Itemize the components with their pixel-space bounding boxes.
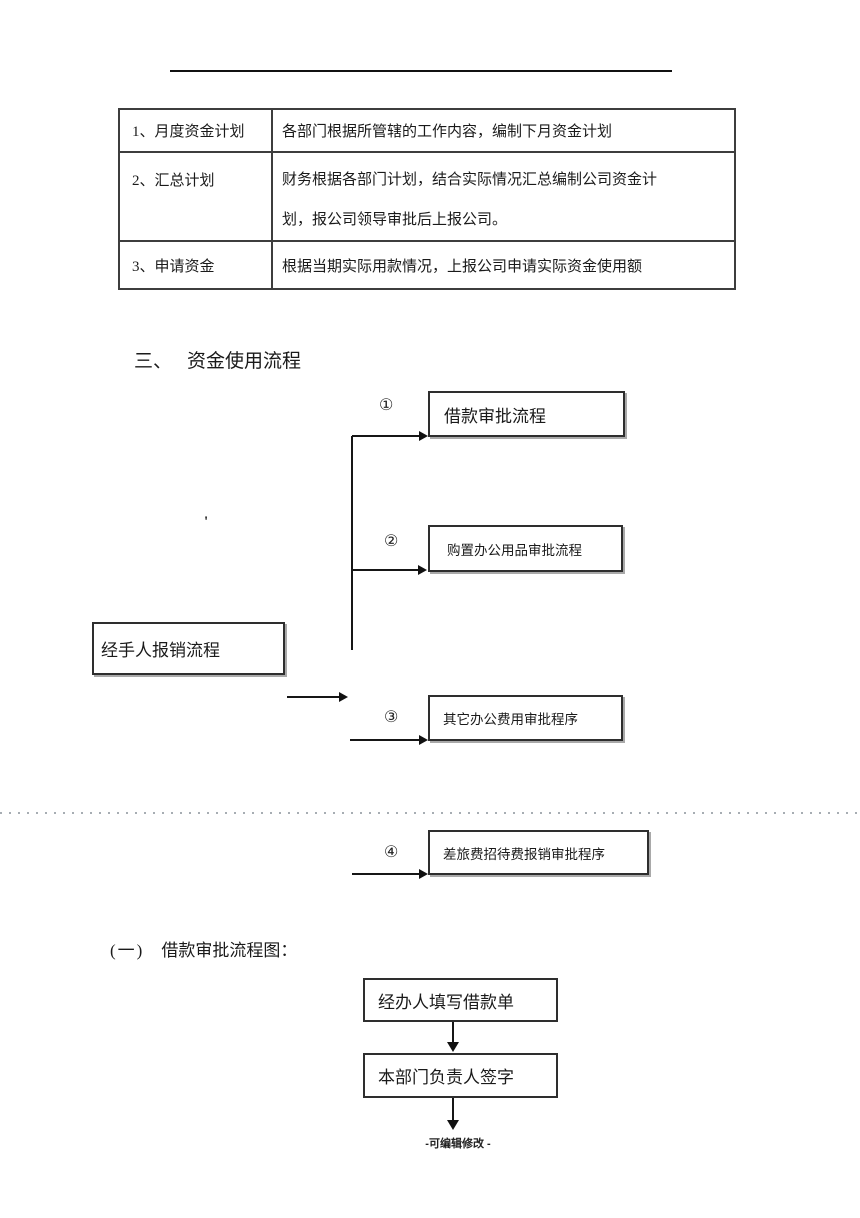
- branch1-connector: [352, 435, 420, 437]
- page-break-dotted-line: [0, 812, 860, 814]
- branch1-number: ①: [379, 397, 394, 414]
- borrow-step1-box: 经办人填写借款单: [363, 978, 558, 1022]
- table-row2-content-line1: 财务根据各部门计划，结合实际情况汇总编制公司资金计: [282, 172, 658, 188]
- source-arrowhead-icon: [339, 692, 348, 702]
- branch2-number: ②: [384, 533, 399, 550]
- subsection-title: 借款审批流程图：: [161, 941, 298, 960]
- branch4-label: 差旅费招待费报销审批程序: [443, 846, 605, 862]
- subsection-number: (一): [110, 941, 145, 960]
- branch3-connector: [350, 739, 419, 741]
- page-footer: -可编辑修改 -: [425, 1138, 491, 1150]
- table-row3-label: 3、申请资金: [120, 242, 273, 288]
- table-row2-content: 财务根据各部门计划，结合实际情况汇总编制公司资金计 划，报公司领导审批后上报公司…: [273, 153, 734, 242]
- branch1-arrowhead-icon: [419, 431, 428, 441]
- table-row2-label: 2、汇总计划: [120, 153, 273, 242]
- section-title: 资金使用流程: [187, 351, 302, 372]
- borrow-arrowhead1-icon: [447, 1042, 459, 1052]
- branch3-arrowhead-icon: [419, 735, 428, 745]
- source-connector: [287, 696, 340, 698]
- source-box: 经手人报销流程: [92, 622, 285, 675]
- funding-plan-table: 1、月度资金计划 各部门根据所管辖的工作内容，编制下月资金计划 2、汇总计划 财…: [118, 108, 736, 290]
- branch1-box: 借款审批流程: [428, 391, 625, 437]
- branch3-number: ③: [384, 709, 399, 726]
- table-row1-label: 1、月度资金计划: [120, 110, 273, 153]
- source-label: 经手人报销流程: [101, 641, 220, 660]
- table-row2-content-line2: 划，报公司领导审批后上报公司。: [282, 212, 508, 228]
- branch2-arrowhead-icon: [418, 565, 427, 575]
- borrow-step1-label: 经办人填写借款单: [378, 992, 514, 1012]
- subsection-heading: (一) 借款审批流程图：: [110, 936, 297, 961]
- table-row1-content: 各部门根据所管辖的工作内容，编制下月资金计划: [273, 110, 734, 153]
- borrow-step2-box: 本部门负责人签字: [363, 1053, 558, 1098]
- flow-trunk-line: [351, 436, 353, 650]
- branch1-label: 借款审批流程: [444, 406, 546, 426]
- branch4-arrowhead-icon: [419, 869, 428, 879]
- branch4-number: ④: [384, 844, 399, 861]
- branch2-label: 购置办公用品审批流程: [447, 542, 582, 558]
- branch3-box: 其它办公费用审批程序: [428, 695, 623, 741]
- borrow-connector2: [452, 1098, 454, 1121]
- branch2-connector: [352, 569, 418, 571]
- branch3-label: 其它办公费用审批程序: [443, 712, 578, 727]
- borrow-step2-label: 本部门负责人签字: [378, 1068, 514, 1087]
- borrow-connector1: [452, 1022, 454, 1043]
- borrow-arrowhead2-icon: [447, 1120, 459, 1130]
- table-row3-content: 根据当期实际用款情况，上报公司申请实际资金使用额: [282, 258, 643, 275]
- stray-mark: ': [204, 514, 209, 530]
- branch4-box: 差旅费招待费报销审批程序: [428, 830, 649, 875]
- section-number: 三、: [134, 351, 173, 372]
- header-rule: [170, 70, 672, 72]
- section-heading: 三、资金使用流程: [134, 346, 301, 373]
- branch4-connector: [352, 873, 419, 875]
- branch2-box: 购置办公用品审批流程: [428, 525, 623, 572]
